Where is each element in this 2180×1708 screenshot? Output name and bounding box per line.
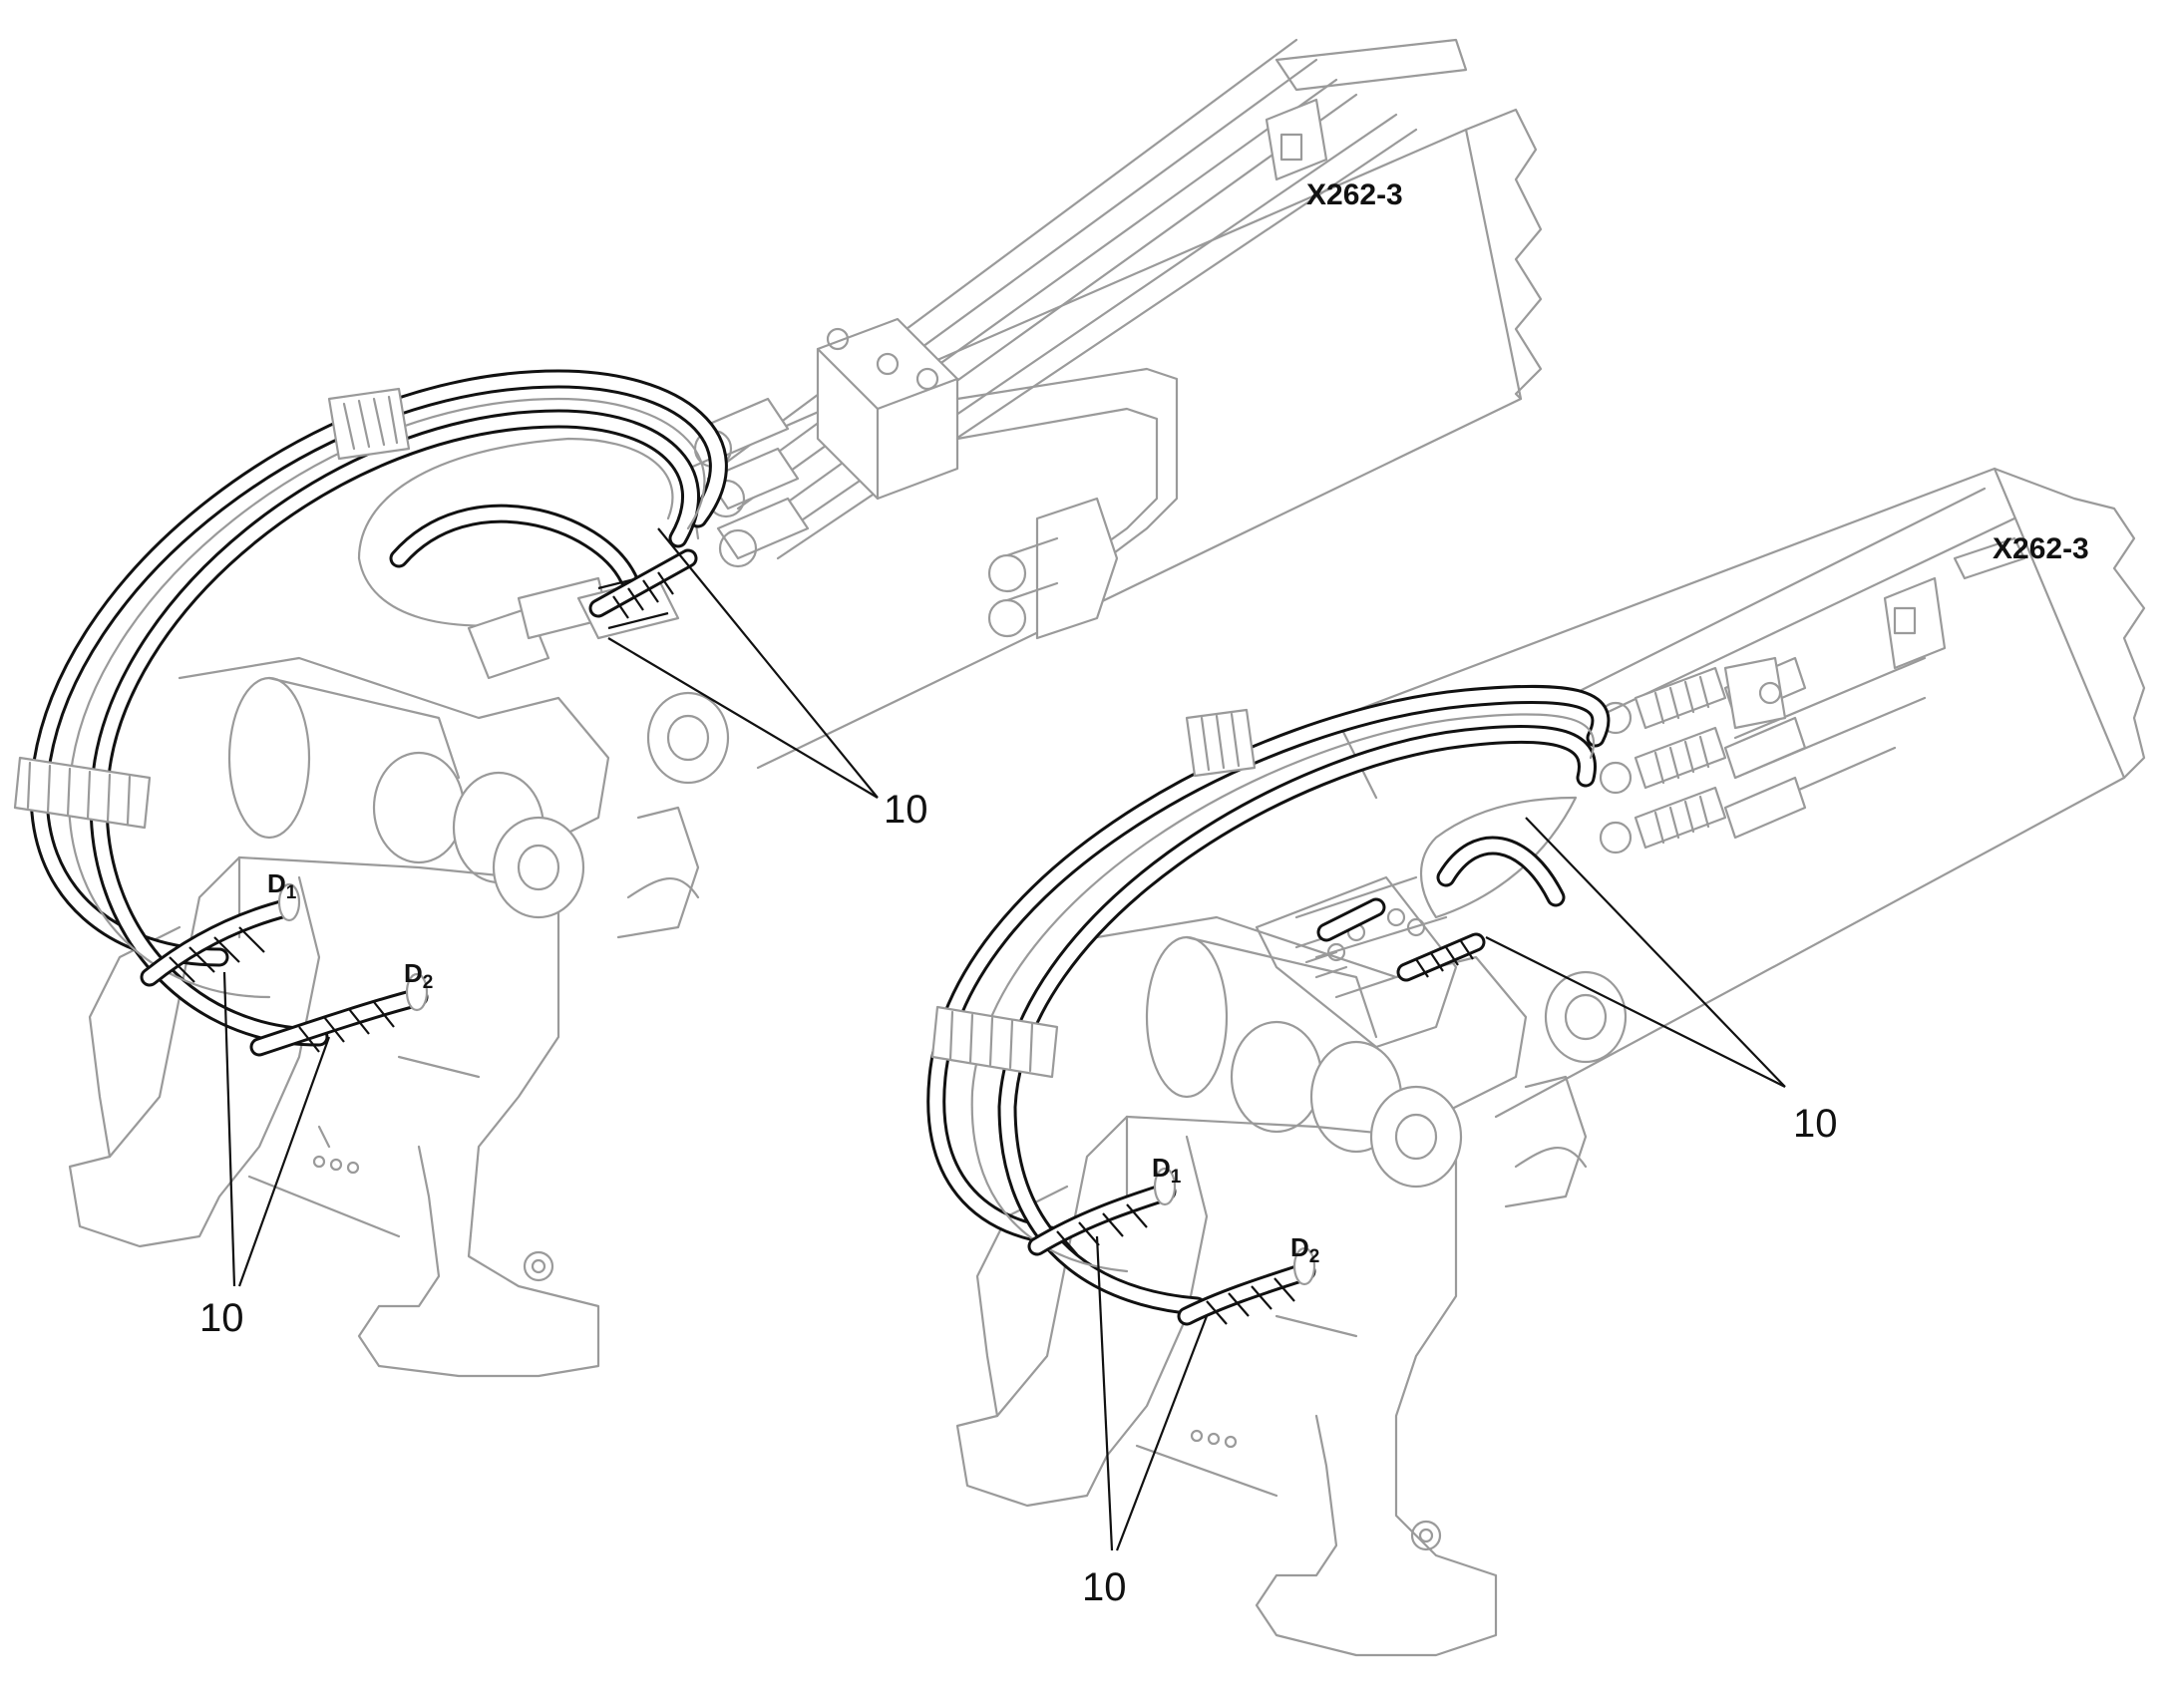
- left-port-d2-hose: [249, 972, 429, 1057]
- right-assembly: X262-3 D1 D2 10 10: [926, 467, 2146, 1657]
- right-callout-hoses: 10: [1793, 1102, 1838, 1146]
- left-hose-clamp-upper: [327, 387, 411, 461]
- left-assembly: X262-3 D1 D2 10 10: [13, 38, 1543, 1378]
- left-valve-block: [693, 317, 1179, 568]
- right-boom-hoses: [1564, 487, 2026, 820]
- left-leader-lines: [222, 527, 879, 1287]
- left-port-d1-hose: [140, 882, 301, 987]
- left-quick-coupler: [68, 656, 730, 1378]
- right-port-d2-label: D2: [1290, 1232, 1319, 1267]
- left-connector-label: X262-3: [1306, 178, 1403, 211]
- right-quick-coupler: [955, 915, 1628, 1657]
- right-braided-lines: [1599, 656, 1807, 854]
- right-hose-clamp-upper: [1185, 708, 1257, 778]
- left-callout-hoses: 10: [884, 788, 928, 832]
- right-leader-lines: [1095, 817, 1786, 1551]
- left-hose-clamp-lower: [13, 756, 152, 830]
- left-valve-fittings: [467, 548, 698, 680]
- left-lower-fittings: [987, 497, 1119, 640]
- right-hose-clamp-lower: [930, 1005, 1059, 1079]
- right-plate-fittings: [1316, 897, 1486, 982]
- left-hose-loop: [13, 369, 728, 1047]
- left-port-d2-label: D2: [404, 958, 433, 993]
- right-port-d1-label: D1: [1152, 1153, 1182, 1188]
- right-connector-label: X262-3: [1993, 532, 2089, 565]
- right-callout-ports: 10: [1082, 1565, 1127, 1609]
- right-port-d2-hose: [1177, 1246, 1316, 1326]
- left-port-d1-label: D1: [267, 868, 297, 903]
- left-callout-ports: 10: [199, 1296, 244, 1340]
- left-boom: [686, 108, 1543, 770]
- right-hose-loop: [926, 684, 1611, 1316]
- right-port-d1-hose: [1027, 1167, 1177, 1256]
- right-boom: [1334, 467, 2146, 1119]
